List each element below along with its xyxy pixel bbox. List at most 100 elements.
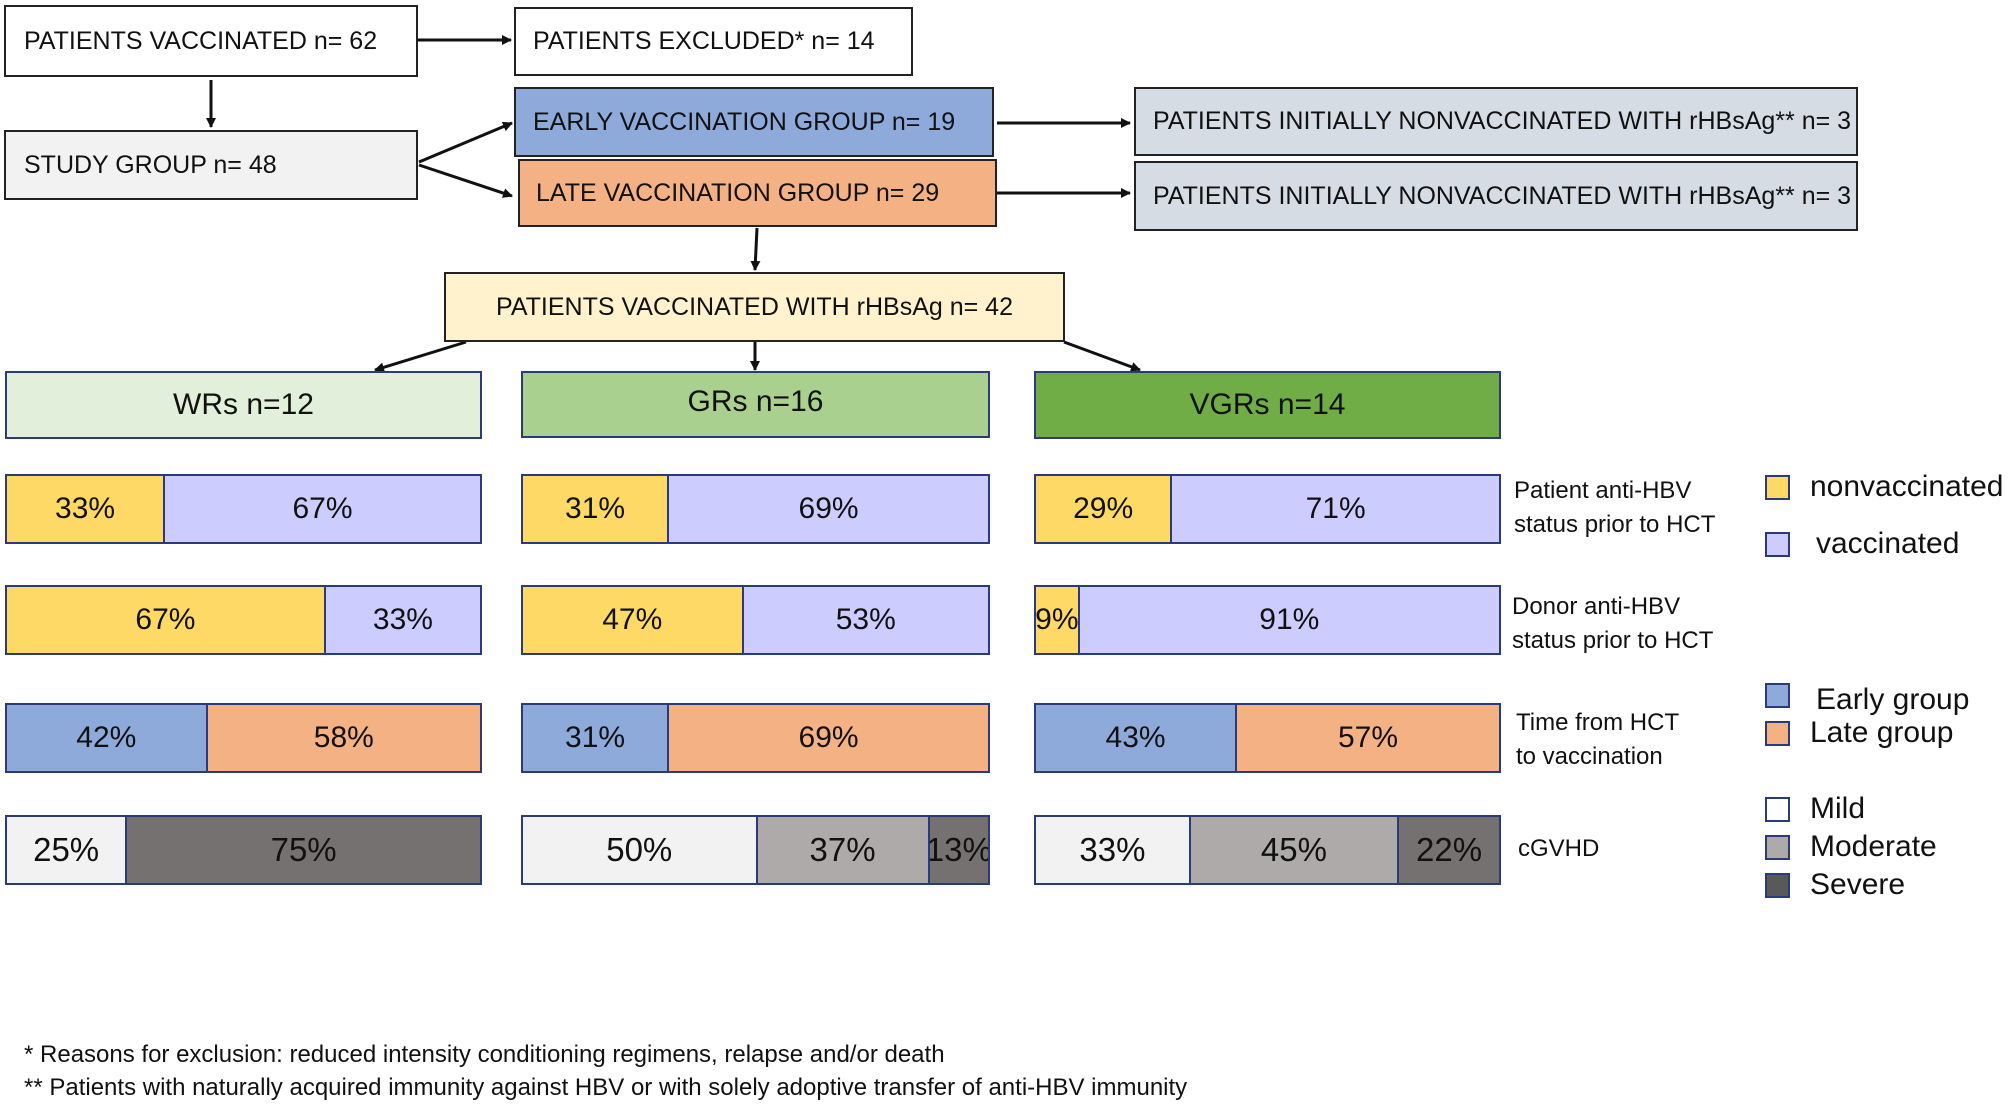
legend-item-severe: Severe: [1765, 868, 1905, 902]
legend-label: Severe: [1810, 868, 1906, 901]
stacked-bar: 50%37%13%: [521, 815, 990, 885]
legend-item-moderate: Moderate: [1765, 830, 1937, 864]
row-label-time-from-hct: Time from HCT to vaccination: [1516, 706, 1679, 774]
arrow-to-wrs: [374, 340, 467, 373]
stacked-bar: 29%71%: [1034, 474, 1501, 544]
legend-item-late-group: Late group: [1765, 716, 1953, 750]
bar-segment: 57%: [1235, 705, 1499, 771]
early-nonvaccinated-text: PATIENTS INITIALLY NONVACCINATED WITH rH…: [1153, 107, 1852, 135]
bar-segment: 37%: [755, 817, 928, 883]
legend-label: nonvaccinated: [1810, 470, 2004, 503]
legend-swatch: [1765, 720, 1790, 746]
vaccinated-rhbsag-text: PATIENTS VACCINATED WITH rHBsAg n= 42: [496, 292, 1013, 321]
bar-segment: 33%: [1036, 817, 1189, 883]
early-vaccination-group-box: EARLY VACCINATION GROUP n= 19: [514, 87, 994, 157]
bar-segment: 29%: [1036, 476, 1171, 542]
bar-segment: 43%: [1036, 705, 1236, 771]
bar-segment: 71%: [1170, 476, 1499, 542]
row-label-line: cGVHD: [1518, 835, 1600, 862]
arrow-to-rhbsag: [750, 227, 761, 271]
legend-item-nonvaccinated: nonvaccinated: [1765, 470, 2003, 504]
late-vaccination-group-box: LATE VACCINATION GROUP n= 29: [518, 159, 997, 227]
bar-segment: 67%: [7, 587, 324, 653]
stacked-bar: 47%53%: [521, 585, 990, 655]
patients-vaccinated-text: PATIENTS VACCINATED n= 62: [24, 26, 378, 55]
footnote-exclusion: * Reasons for exclusion: reduced intensi…: [24, 1041, 945, 1068]
bar-segment: 13%: [927, 817, 988, 883]
footnote-nonvaccinated: ** Patients with naturally acquired immu…: [24, 1074, 1188, 1101]
row-label-cgvhd: cGVHD: [1518, 832, 1599, 866]
row-label-line: Patient anti-HBV: [1514, 477, 1692, 504]
legend-label: Late group: [1810, 716, 1954, 749]
patients-excluded-text: PATIENTS EXCLUDED* n= 14: [533, 27, 875, 55]
stacked-bar: 25%75%: [5, 815, 482, 885]
bar-segment: 33%: [323, 587, 480, 653]
legend-swatch: [1765, 834, 1790, 860]
legend-swatch: [1765, 474, 1790, 500]
bar-segment: 69%: [667, 705, 988, 771]
bar-segment: 45%: [1188, 817, 1398, 883]
bar-segment: 42%: [7, 705, 206, 771]
row-label-line: status prior to HCT: [1514, 511, 1716, 538]
legend-label: Early group: [1816, 683, 1970, 716]
row-label-line: Time from HCT: [1516, 709, 1680, 736]
stacked-bar: 67%33%: [5, 585, 482, 655]
group-header-grs-text: GRs n=16: [687, 384, 824, 418]
legend-swatch: [1765, 531, 1790, 557]
vaccinated-rhbsag-box: PATIENTS VACCINATED WITH rHBsAg n= 42: [444, 272, 1065, 342]
stacked-bar: 42%58%: [5, 703, 482, 773]
stacked-bar: 31%69%: [521, 703, 990, 773]
bar-segment: 22%: [1397, 817, 1499, 883]
arrow-to-vgrs: [1063, 340, 1141, 372]
bar-segment: 25%: [7, 817, 126, 883]
legend-item-mild: Mild: [1765, 792, 1865, 826]
legend-item-vaccinated: vaccinated: [1765, 527, 1959, 561]
legend-item-early-group: Early group: [1765, 673, 1969, 717]
stacked-bar: 33%67%: [5, 474, 482, 544]
stacked-bar: 43%57%: [1034, 703, 1501, 773]
row-label-line: Donor anti-HBV: [1512, 593, 1681, 620]
group-header-wrs: WRs n=12: [5, 371, 482, 439]
bar-segment: 50%: [523, 817, 756, 883]
stacked-bar: 33%45%22%: [1034, 815, 1501, 885]
early-nonvaccinated-box: PATIENTS INITIALLY NONVACCINATED WITH rH…: [1134, 87, 1858, 156]
bar-segment: 31%: [523, 705, 668, 771]
bar-segment: 91%: [1077, 587, 1499, 653]
legend-swatch: [1765, 682, 1790, 708]
bar-segment: 75%: [125, 817, 480, 883]
bar-segment: 47%: [523, 587, 742, 653]
patients-excluded-box: PATIENTS EXCLUDED* n= 14: [514, 7, 913, 76]
legend-label: Moderate: [1810, 830, 1937, 863]
group-header-wrs-text: WRs n=12: [173, 388, 314, 421]
bar-segment: 9%: [1036, 587, 1078, 653]
bar-segment: 58%: [205, 705, 480, 771]
study-group-box: STUDY GROUP n= 48: [4, 130, 418, 200]
late-nonvaccinated-text: PATIENTS INITIALLY NONVACCINATED WITH rH…: [1153, 181, 1852, 210]
bar-segment: 67%: [163, 476, 480, 542]
legend-swatch: [1765, 796, 1790, 822]
group-header-vgrs: VGRs n=14: [1034, 371, 1501, 439]
arrow-to-late-group: [418, 163, 513, 198]
early-vaccination-group-text: EARLY VACCINATION GROUP n= 19: [533, 107, 956, 136]
bar-segment: 53%: [741, 587, 988, 653]
stacked-bar: 31%69%: [521, 474, 990, 544]
study-group-text: STUDY GROUP n= 48: [24, 150, 277, 179]
late-vaccination-group-text: LATE VACCINATION GROUP n= 29: [536, 178, 940, 207]
bar-segment: 33%: [7, 476, 164, 542]
group-header-vgrs-text: VGRs n=14: [1189, 388, 1346, 421]
row-label-line: to vaccination: [1516, 743, 1663, 770]
stacked-bar: 9%91%: [1034, 585, 1501, 655]
arrow-to-early-group: [418, 121, 513, 164]
bar-segment: 31%: [523, 476, 668, 542]
late-nonvaccinated-box: PATIENTS INITIALLY NONVACCINATED WITH rH…: [1134, 161, 1858, 231]
legend-label: Mild: [1810, 792, 1866, 825]
legend-label: vaccinated: [1816, 527, 1960, 560]
row-label-patient-status: Patient anti-HBV status prior to HCT: [1514, 474, 1715, 542]
patients-vaccinated-box: PATIENTS VACCINATED n= 62: [4, 5, 418, 77]
group-header-grs: GRs n=16: [521, 371, 990, 438]
legend-swatch: [1765, 872, 1790, 898]
bar-segment: 69%: [667, 476, 988, 542]
row-label-line: status prior to HCT: [1512, 627, 1714, 654]
row-label-donor-status: Donor anti-HBV status prior to HCT: [1512, 590, 1713, 658]
